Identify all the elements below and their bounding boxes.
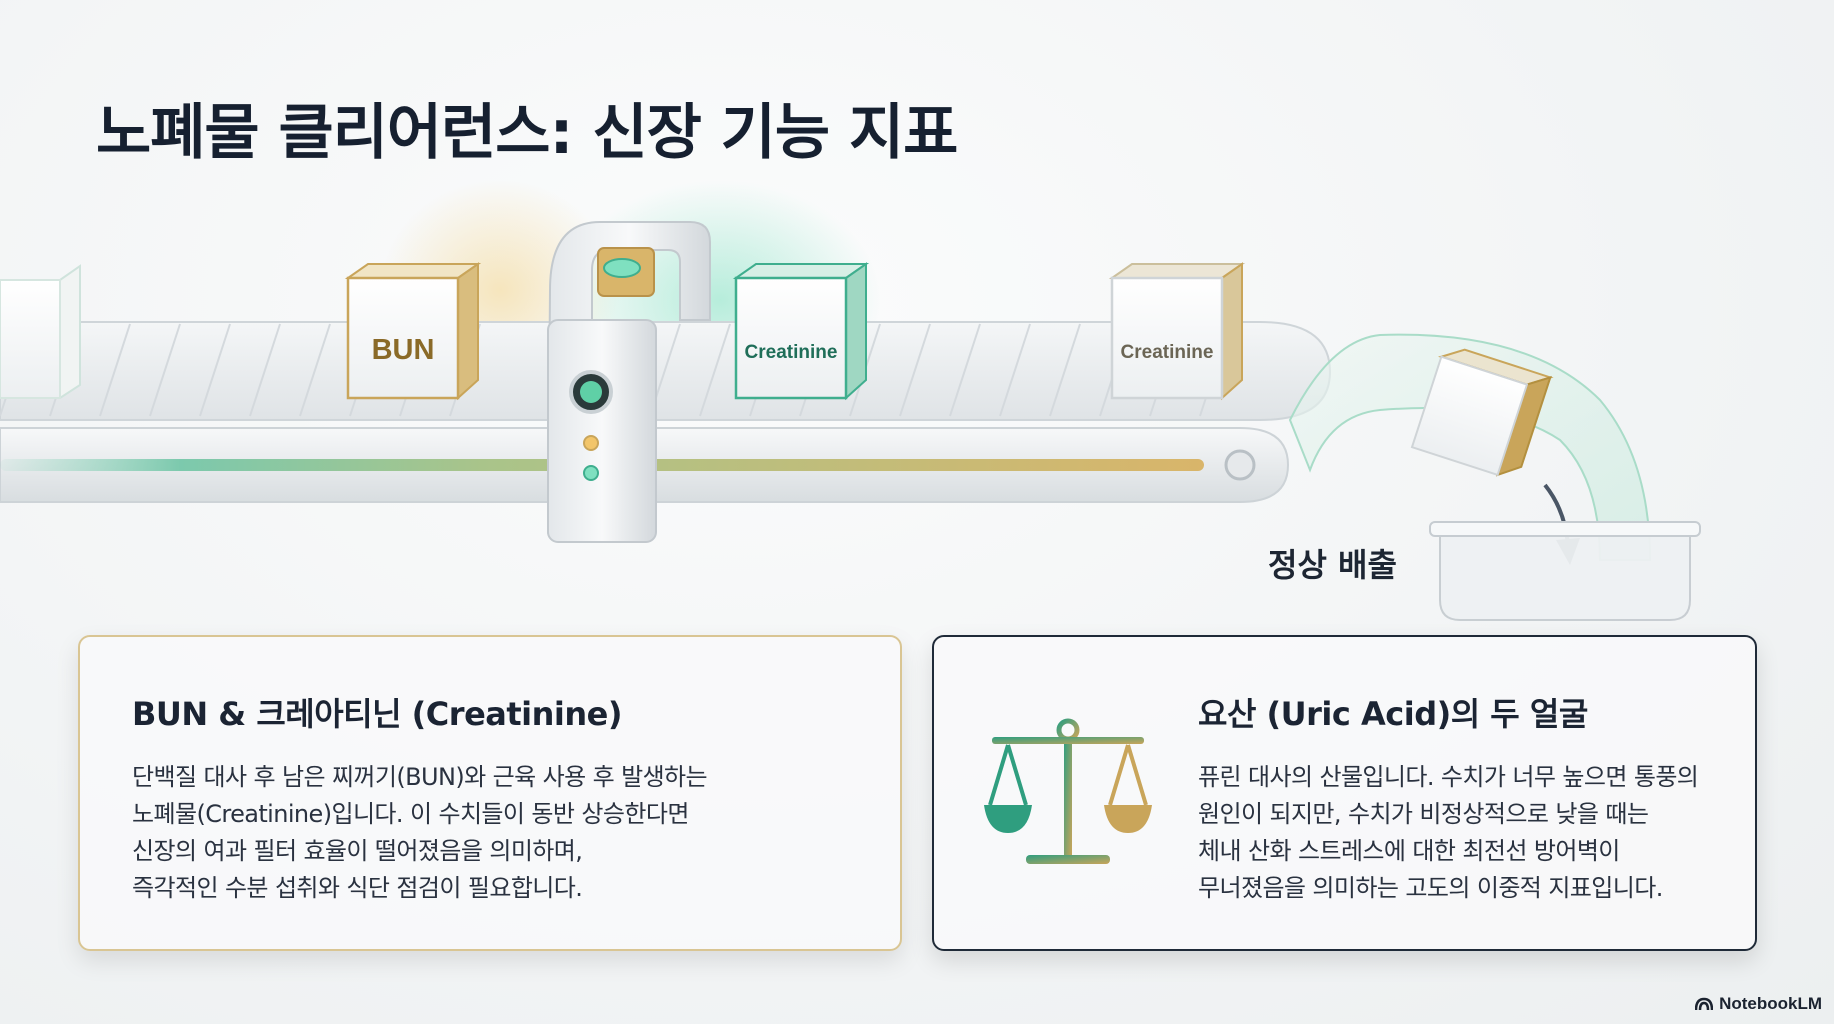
card-body: 퓨린 대사의 산물입니다. 수치가 너무 높으면 통풍의 원인이 되지만, 수치… — [1198, 759, 1699, 907]
normal-excretion-label: 정상 배출 — [1268, 546, 1397, 584]
scanner-machine — [546, 221, 711, 543]
creatinine-box-2-label: Creatinine — [1120, 342, 1214, 363]
conveyor-illustration — [0, 180, 1701, 621]
creatinine-box-1 — [732, 262, 870, 401]
card-line: 무너졌음을 의미하는 고도의 이중적 지표입니다. — [1198, 874, 1663, 902]
brand-watermark: NotebookLM — [1695, 994, 1822, 1014]
bun-box — [344, 262, 482, 401]
card-line: 노폐물(Creatinine)입니다. 이 수치들이 동반 상승한다면 — [132, 800, 689, 828]
creatinine-box-1-label: Creatinine — [744, 342, 838, 363]
card-line: 원인이 되지만, 수치가 비정상적으로 낮을 때는 — [1198, 800, 1649, 828]
uric-acid-card: 요산 (Uric Acid)의 두 얼굴 퓨린 대사의 산물입니다. 수치가 너… — [932, 635, 1757, 951]
notebooklm-logo-icon — [1695, 997, 1714, 1011]
bun-box-label: BUN — [371, 334, 435, 366]
card-line: 단백질 대사 후 남은 찌꺼기(BUN)와 근육 사용 후 발생하는 — [132, 763, 708, 791]
bun-creatinine-card: BUN & 크레아티닌 (Creatinine) 단백질 대사 후 남은 찌꺼기… — [78, 635, 902, 951]
card-line: 퓨린 대사의 산물입니다. 수치가 너무 높으면 통풍의 — [1198, 763, 1699, 791]
card-line: 신장의 여과 필터 효율이 떨어졌음을 의미하며, — [132, 837, 583, 865]
card-line: 즉각적인 수분 섭취와 식단 점검이 필요합니다. — [132, 874, 583, 902]
card-line: 체내 산화 스트레스에 대한 최전선 방어벽이 — [1198, 837, 1620, 865]
creatinine-box-2 — [1108, 262, 1246, 401]
falling-box — [1410, 348, 1554, 477]
card-title: BUN & 크레아티닌 (Creatinine) — [132, 695, 623, 733]
balance-scale-icon — [984, 718, 1152, 864]
brand-label: NotebookLM — [1719, 994, 1822, 1013]
partial-box — [0, 264, 81, 399]
page-title: 노폐물 클리어런스: 신장 기능 지표 — [96, 98, 958, 168]
card-body: 단백질 대사 후 남은 찌꺼기(BUN)와 근육 사용 후 발생하는 노폐물(C… — [132, 759, 708, 907]
card-title: 요산 (Uric Acid)의 두 얼굴 — [1198, 695, 1588, 733]
